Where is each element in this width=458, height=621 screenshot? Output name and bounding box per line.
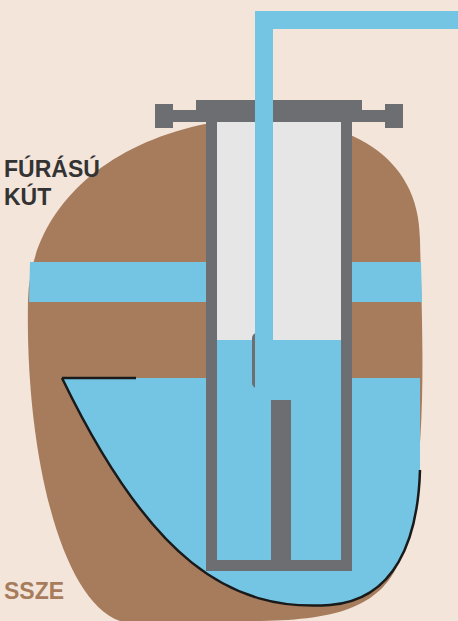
earth-layer — [28, 119, 423, 621]
well-water — [217, 340, 341, 560]
filter-post — [271, 400, 291, 560]
well-cap — [196, 100, 362, 112]
flange-edge — [385, 104, 403, 128]
caption-fragment: SSZE — [4, 580, 64, 603]
title-word: FÚRÁSÚ — [4, 158, 100, 181]
flange-edge — [155, 104, 173, 128]
well-casing — [206, 112, 352, 571]
water-pipe — [264, 20, 458, 400]
casing-inside — [217, 122, 341, 560]
title-word: KÚT — [4, 186, 51, 209]
aquifer-top-line — [62, 377, 136, 380]
